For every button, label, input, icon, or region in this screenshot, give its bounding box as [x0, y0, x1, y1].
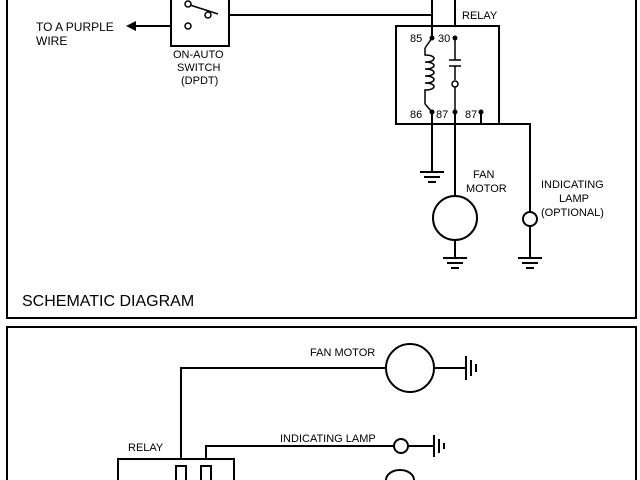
- pin-87a-label: 87: [465, 109, 477, 121]
- lamp-bottom-label: INDICATING LAMP: [280, 433, 376, 445]
- schematic-frame: [6, 0, 637, 319]
- coil-icon: [424, 14, 435, 115]
- ground-icon: [420, 171, 444, 183]
- lamp-label-1: INDICATING: [541, 179, 604, 191]
- switch-label-1: ON-AUTO: [173, 49, 224, 61]
- switch-icon: [170, 0, 230, 47]
- ground-icon: [518, 257, 542, 269]
- pin-87a-wire: [480, 111, 531, 213]
- fan-motor-bottom-label: FAN MOTOR: [310, 347, 375, 359]
- ground-icon: [465, 356, 477, 380]
- ground-icon: [443, 257, 467, 269]
- fan-motor-label-1: FAN: [473, 169, 494, 181]
- relay-terminal: [175, 465, 187, 480]
- fan-motor-wire: [180, 367, 387, 480]
- pictorial-frame: [6, 326, 637, 480]
- lamp-icon: [522, 211, 538, 227]
- relay-box: [395, 25, 500, 125]
- pin-87-label: 87: [436, 109, 448, 121]
- schematic-panel: TO A PURPLE WIRE ON-AUTO SWITCH (DPDT) R…: [6, 0, 637, 319]
- relay-terminal: [200, 465, 212, 480]
- ground-icon: [433, 435, 445, 457]
- switch-to-relay-wire: [228, 0, 433, 16]
- relay-label: RELAY: [462, 10, 498, 22]
- lower-component: [384, 469, 416, 480]
- switch-label-2: SWITCH: [177, 62, 220, 74]
- motor-icon: [432, 195, 478, 241]
- pin-86-label: 86: [410, 109, 422, 121]
- schematic-title: SCHEMATIC DIAGRAM: [22, 293, 194, 310]
- switch-label-3: (DPDT): [181, 75, 218, 87]
- purple-wire-label-2: WIRE: [36, 34, 67, 48]
- lamp-icon: [393, 438, 409, 454]
- pin-85-label: 85: [410, 33, 422, 45]
- relay-bottom-label: RELAY: [128, 442, 164, 454]
- relay-contacts: [449, 35, 484, 115]
- pictorial-panel: FAN MOTOR INDICATING LAMP RELAY: [6, 326, 637, 480]
- lamp-label-2: LAMP: [559, 193, 589, 205]
- fan-motor-label-2: MOTOR: [466, 183, 507, 195]
- pin-30-label: 30: [438, 33, 450, 45]
- purple-wire-label-1: TO A PURPLE: [36, 20, 114, 34]
- motor-icon: [385, 343, 435, 393]
- lamp-label-3: (OPTIONAL): [541, 207, 604, 219]
